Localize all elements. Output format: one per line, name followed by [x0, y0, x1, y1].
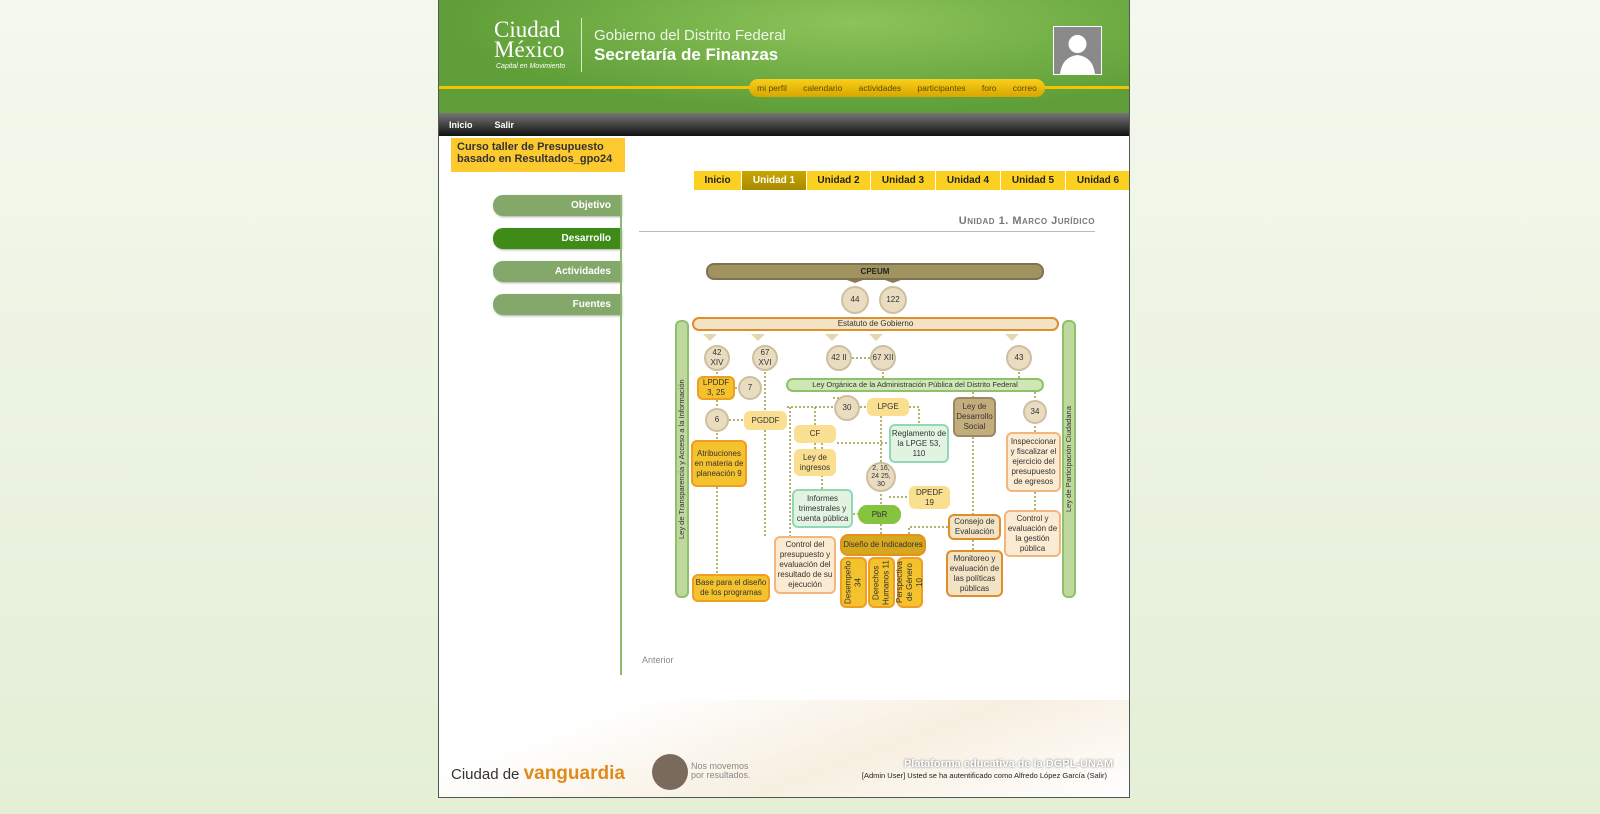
node-43: 43 — [1006, 345, 1032, 371]
platform-name: Plataforma educativa de la DGPL-UNAM — [903, 758, 1113, 770]
node-monitoreo: Monitoreo y evaluación de las políticas … — [946, 550, 1003, 597]
sidebar-fuentes[interactable]: Fuentes — [493, 294, 621, 315]
node-34: 34 — [1023, 400, 1047, 424]
node-dpedf: DPEDF 19 — [909, 486, 950, 509]
node-informes: Informes trimestrales y cuenta pública — [792, 489, 853, 528]
node-consejo: Consejo de Evaluación — [948, 514, 1001, 540]
sidebar-desarrollo[interactable]: Desarrollo — [493, 228, 621, 249]
node-inspeccionar: Inspeccionar y fiscalizar el ejercicio d… — [1006, 432, 1061, 492]
tab-unidad-3[interactable]: Unidad 3 — [871, 171, 936, 190]
node-ley-participacion: Ley de Participación Ciudadana — [1062, 320, 1076, 598]
node-cpeum: CPEUM — [706, 263, 1044, 280]
gov-name: Gobierno del Distrito Federal — [594, 27, 786, 44]
node-derechos-humanos: Derechos Humanos 11 — [868, 557, 895, 608]
node-desempeno: Desempeño 34 — [840, 557, 867, 608]
unit-title: Unidad 1. Marco Jurídico — [958, 215, 1095, 227]
divider — [581, 18, 582, 72]
nav-inicio[interactable]: Inicio — [449, 119, 473, 130]
node-pgddf: PGDDF — [744, 411, 787, 430]
node-42xiv: 42 XIV — [704, 345, 730, 371]
node-122: 122 — [879, 286, 907, 314]
tab-unidad-4[interactable]: Unidad 4 — [936, 171, 1001, 190]
nav-salir[interactable]: Salir — [494, 119, 515, 130]
tab-unidad-2[interactable]: Unidad 2 — [807, 171, 871, 190]
diagram-connectors — [703, 280, 1036, 574]
nav-mi-perfil[interactable]: mi perfil — [757, 83, 787, 93]
tab-unidad-6[interactable]: Unidad 6 — [1066, 171, 1129, 190]
footer — [439, 700, 1129, 797]
main-nav: Inicio Salir — [439, 113, 1129, 136]
node-30: 30 — [834, 395, 860, 421]
node-articulos: 2, 16, 24 25, 30 — [866, 462, 896, 492]
node-42ii: 42 II — [826, 345, 852, 371]
anterior-link[interactable]: Anterior — [642, 655, 674, 665]
node-estatuto: Estatuto de Gobierno — [692, 317, 1059, 331]
node-cf: CF — [794, 425, 836, 443]
node-ley-ingresos: Ley de ingresos — [794, 449, 836, 476]
node-reglamento-lpge: Reglamento de la LPGE 53, 110 — [889, 424, 949, 463]
node-control-presupuesto: Control del presupuesto y evaluación del… — [774, 536, 836, 594]
nav-foro[interactable]: foro — [981, 83, 997, 93]
node-ley-desarrollo-social: Ley de Desarrollo Social — [953, 397, 996, 437]
seal-icon — [652, 754, 688, 790]
unit-tabs: Inicio Unidad 1 Unidad 2 Unidad 3 Unidad… — [694, 171, 1129, 190]
title-underline — [639, 231, 1095, 232]
node-67xvi: 67 XVI — [752, 345, 778, 371]
node-perspectiva-genero: Perspectiva de Género 10 — [895, 557, 924, 608]
nav-correo[interactable]: correo — [1012, 83, 1037, 93]
sidebar-divider — [620, 195, 622, 675]
node-diseno-indicadores: Diseño de Indicadores — [840, 534, 926, 556]
node-base-diseno: Base para el diseño de los programas — [692, 574, 770, 602]
tab-inicio[interactable]: Inicio — [694, 171, 742, 190]
node-lpddf: LPDDF 3, 25 — [697, 376, 735, 400]
nav-participantes[interactable]: participantes — [917, 83, 966, 93]
node-control-gestion: Control y evaluación de la gestión públi… — [1004, 510, 1061, 557]
logo-tagline: Capital en Movimiento — [496, 63, 566, 70]
nav-calendario[interactable]: calendario — [803, 83, 843, 93]
user-silhouette-icon — [1060, 35, 1095, 74]
tab-unidad-5[interactable]: Unidad 5 — [1001, 171, 1066, 190]
auth-status[interactable]: [Admin User] Usted se ha autentificado c… — [861, 771, 1107, 780]
node-67xii: 67 XII — [870, 345, 896, 371]
node-6: 6 — [705, 408, 729, 432]
sidebar-objetivo[interactable]: Objetivo — [493, 195, 621, 216]
node-lpge: LPGE — [867, 398, 909, 416]
sidebar-actividades[interactable]: Actividades — [493, 261, 621, 282]
node-ley-organica: Ley Orgánica de la Administración Públic… — [786, 378, 1044, 392]
node-44: 44 — [841, 286, 869, 314]
node-pbr: PbR — [858, 505, 901, 524]
nav-actividades[interactable]: actividades — [858, 83, 902, 93]
course-title: Curso taller de Presupuesto basado en Re… — [451, 138, 625, 172]
tab-unidad-1[interactable]: Unidad 1 — [742, 171, 807, 190]
top-nav: mi perfil calendario actividades partici… — [749, 79, 1045, 97]
node-ley-transparencia: Ley de Transparencia y Acceso a la Infor… — [675, 320, 689, 598]
node-atribuciones: Atribuciones en materia de planeación 9 — [691, 440, 747, 487]
node-7: 7 — [738, 376, 762, 400]
ciudad-vanguardia-logo: Ciudad de vanguardia — [451, 763, 625, 784]
secretaria-name: Secretaría de Finanzas — [594, 45, 779, 64]
avatar[interactable] — [1053, 26, 1102, 75]
